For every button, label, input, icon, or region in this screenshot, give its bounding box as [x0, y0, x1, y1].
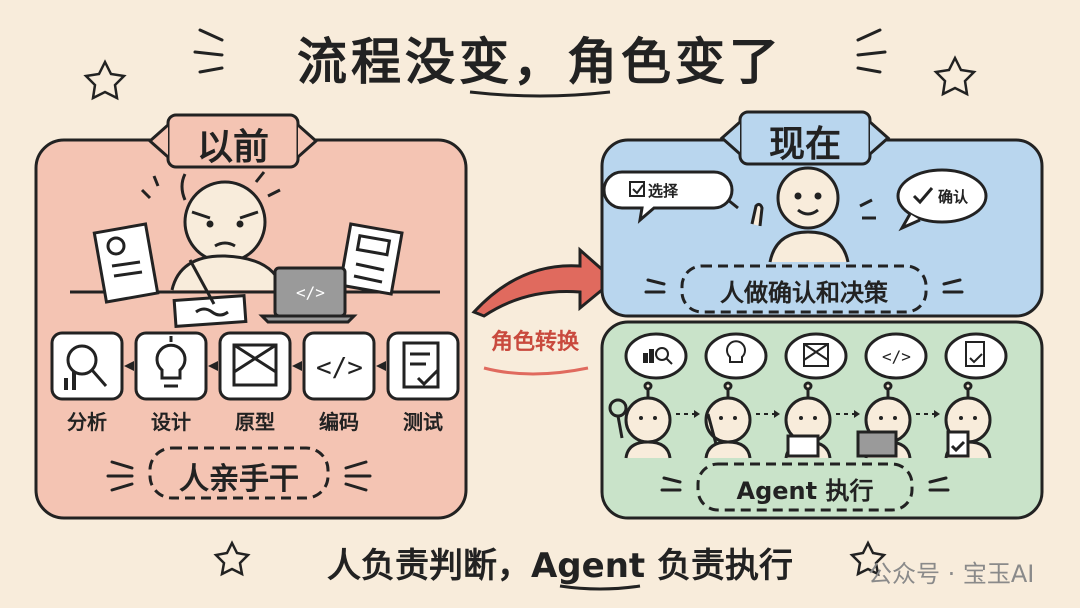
- now-human-caption: 人做确认和决策: [720, 279, 888, 307]
- bubble-confirm-label: 确认: [938, 188, 969, 206]
- star-icon: [213, 540, 251, 577]
- star-icon: [83, 59, 127, 101]
- agent-bubbles: [624, 332, 1008, 380]
- transition-arrow-icon: [471, 246, 617, 318]
- step-label-prototype: 原型: [235, 410, 275, 434]
- wireframe-paper-icon: [338, 222, 404, 296]
- now-agent-caption-box: [696, 462, 914, 512]
- step-arrows: [124, 361, 386, 371]
- title-underline: [469, 90, 611, 98]
- page-title: 流程没变，角色变了: [297, 33, 783, 91]
- now-agent-caption: Agent 执行: [736, 477, 874, 505]
- laptop-icon: </>: [258, 266, 358, 324]
- transition-underline: [483, 366, 589, 376]
- before-label: 以前: [196, 127, 269, 168]
- transition-label: 角色转换: [490, 330, 579, 355]
- step-prototype-icon: [218, 331, 292, 401]
- star-icon: [933, 55, 977, 97]
- step-testing-icon: [386, 331, 460, 401]
- step-label-design: 设计: [151, 410, 191, 434]
- step-design-icon: [134, 331, 208, 401]
- star-icon: [849, 540, 887, 577]
- before-caption: 人亲手干: [179, 462, 299, 497]
- svg-text:</>: </>: [316, 353, 363, 383]
- now-human-caption-box: [680, 264, 928, 314]
- pen-drawing-icon: [172, 259, 248, 329]
- bubble-choose-label: 选择: [648, 182, 679, 200]
- step-coding-icon: </>: [302, 331, 376, 401]
- before-caption-box: [148, 446, 330, 500]
- footer-underline: [559, 584, 641, 591]
- watermark: 公众号 · 宝玉AI: [868, 560, 1035, 588]
- agent-bubble-icons: </>: [643, 340, 985, 367]
- bubble-confirm: [896, 168, 988, 232]
- title-decoration: [193, 28, 887, 74]
- step-analysis-icon: [50, 331, 124, 401]
- now-label: 现在: [768, 124, 841, 165]
- svg-text:</>: </>: [882, 347, 911, 366]
- document-chart-icon: [92, 222, 160, 304]
- svg-text:</>: </>: [296, 283, 325, 302]
- step-label-testing: 测试: [403, 410, 443, 434]
- step-label-coding: 编码: [319, 410, 359, 434]
- agent-robot-faces: [639, 416, 977, 420]
- bubble-choose: [602, 170, 734, 224]
- step-label-analysis: 分析: [67, 410, 107, 434]
- footer-summary: 人负责判断，Agent 负责执行: [326, 546, 793, 586]
- agent-tools: [608, 398, 970, 458]
